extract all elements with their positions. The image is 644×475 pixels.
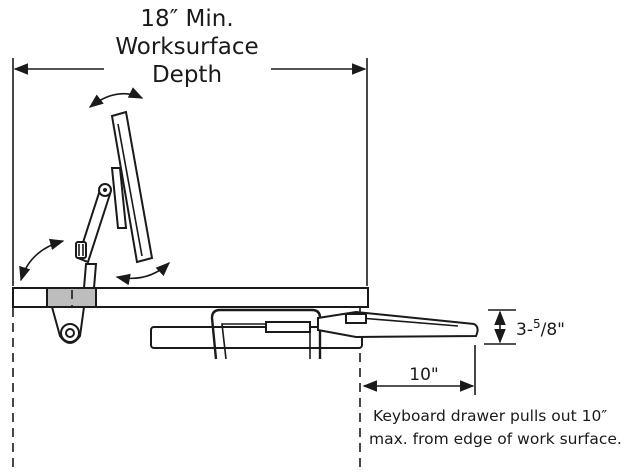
monitor-bezel-line bbox=[117, 123, 143, 257]
pullout-label: 10" bbox=[409, 365, 438, 385]
keyboard-drawer bbox=[150, 308, 479, 360]
height-label-fraction: /8" bbox=[541, 320, 565, 340]
work-surface bbox=[12, 287, 369, 344]
keyboard-keys-line bbox=[359, 317, 459, 327]
monitor-mount bbox=[110, 167, 128, 229]
height-dimension: 3-5/8" bbox=[484, 309, 565, 345]
monitor bbox=[110, 110, 154, 264]
arm-pivot-top-dot bbox=[103, 188, 107, 192]
drawer-slide bbox=[265, 321, 311, 333]
depth-label-line3: Depth bbox=[152, 62, 222, 88]
height-label-whole: 3- bbox=[516, 320, 533, 340]
note-line2: max. from edge of work surface. bbox=[369, 430, 622, 448]
desk-top bbox=[12, 287, 369, 308]
depth-label-line1: 18″ Min. bbox=[140, 6, 233, 32]
monitor-arm bbox=[75, 183, 112, 289]
depth-dimension: 18″ Min. Worksurface Depth bbox=[12, 6, 368, 286]
swing-arrow-icon bbox=[19, 238, 65, 282]
arm-post bbox=[82, 263, 98, 289]
knob-icon bbox=[75, 241, 87, 259]
keyboard-tray bbox=[317, 310, 479, 339]
note-line1: Keyboard drawer pulls out 10″ bbox=[373, 407, 607, 425]
pullout-dimension: 10" bbox=[362, 345, 476, 395]
drawer-handle-outer bbox=[210, 308, 322, 360]
tray-latch bbox=[345, 313, 367, 324]
tilt-arrow-icon bbox=[88, 87, 144, 108]
pan-arrow-icon bbox=[115, 262, 171, 286]
depth-label-line2: Worksurface bbox=[115, 34, 258, 60]
height-label: 3-5/8" bbox=[516, 317, 565, 340]
clamp-knob-inner bbox=[65, 328, 75, 338]
height-label-numerator: 5 bbox=[533, 317, 541, 331]
